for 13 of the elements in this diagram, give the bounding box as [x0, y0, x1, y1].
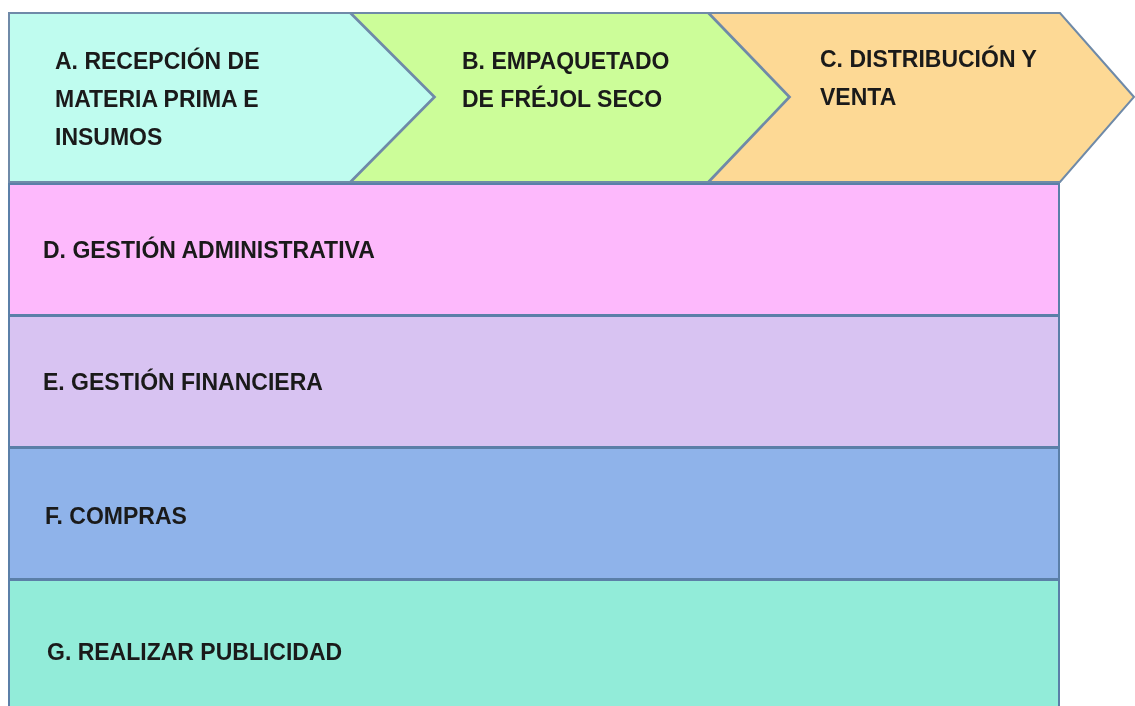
band-label: F. COMPRAS [45, 502, 187, 531]
chevron-label: B. EMPAQUETADO DE FRÉJOL SECO [462, 47, 671, 114]
value-chain-step [708, 12, 1135, 183]
activity-band [8, 183, 1060, 316]
activity-band [8, 315, 1060, 448]
band-label: E. GESTIÓN FINANCIERA [43, 367, 323, 397]
chevron-label: A. RECEPCIÓN DE MATERIA PRIMA E INSUMOS [55, 46, 261, 152]
value-chain-step [350, 12, 790, 183]
chevron-label: C. DISTRIBUCIÓN Y VENTA [820, 44, 1038, 112]
band-label: G. REALIZAR PUBLICIDAD [47, 638, 343, 667]
band-label: D. GESTIÓN ADMINISTRATIVA [43, 235, 375, 265]
activity-band [8, 579, 1060, 706]
activity-band [8, 447, 1060, 580]
